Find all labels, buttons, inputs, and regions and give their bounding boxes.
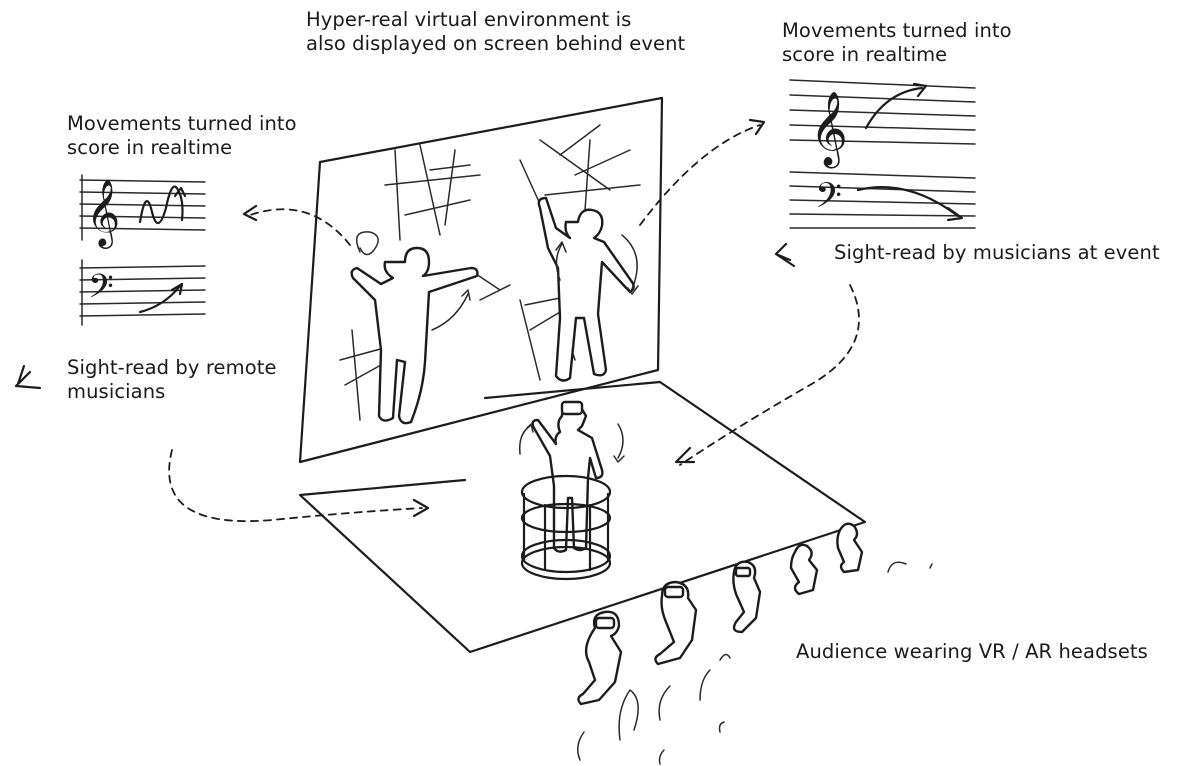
vr-headset [665, 587, 683, 597]
audience-member [733, 562, 760, 632]
screen-caption-line-1: Hyper-real virtual environment is [306, 8, 685, 32]
score-left-caption-line-2: score in realtime [67, 136, 297, 160]
bass-clef-icon: 𝄢 [88, 268, 114, 314]
flow-arrows [169, 120, 859, 521]
sightread-event-caption: Sight-read by musicians at event [834, 241, 1160, 265]
score-left-caption-line-1: Movements turned into [67, 112, 297, 136]
score-sheet-left: 𝄞 𝄢 [80, 175, 205, 325]
arrow-screen-to-left-score [250, 209, 350, 245]
eye-icon-remote [16, 366, 40, 388]
arrow-remote-musicians-to-stage [169, 450, 422, 521]
score-right-caption: Movements turned into score in realtime [782, 19, 1012, 67]
screen-caption: Hyper-real virtual environment is also d… [306, 8, 685, 56]
audience-caption: Audience wearing VR / AR headsets [796, 640, 1148, 664]
audience-member [837, 524, 862, 572]
vr-headset [596, 618, 614, 628]
bass-clef-icon: 𝄢 [815, 175, 842, 224]
projection-screen [300, 98, 662, 462]
screen-figure-left [352, 248, 478, 423]
audience-text: Audience wearing VR / AR headsets [796, 640, 1148, 664]
sightread-remote-line-1: Sight-read by remote [67, 356, 277, 380]
score-sheet-right: 𝄞 𝄢 [790, 80, 975, 228]
screen-caption-line-2: also displayed on screen behind event [306, 32, 685, 56]
audience-member [655, 582, 696, 664]
screen-figure-right [539, 198, 634, 381]
score-right-caption-line-1: Movements turned into [782, 19, 1012, 43]
vr-headset-performer [562, 402, 582, 414]
sightread-remote-caption: Sight-read by remote musicians [67, 356, 277, 404]
treble-clef-icon: 𝄞 [86, 178, 120, 249]
sightread-remote-line-2: musicians [67, 380, 277, 404]
vr-headset [736, 568, 750, 576]
score-right-caption-line-2: score in realtime [782, 43, 1012, 67]
arrow-screen-to-right-score [640, 125, 760, 225]
sightread-event-text: Sight-read by musicians at event [834, 241, 1160, 265]
audience-member [578, 612, 621, 704]
performer [520, 402, 624, 579]
treble-clef-icon: 𝄞 [810, 92, 848, 169]
audience-member [791, 545, 817, 594]
eye-icon-event [776, 244, 794, 266]
score-left-caption: Movements turned into score in realtime [67, 112, 297, 160]
arrow-event-musicians-to-stage [680, 285, 859, 465]
